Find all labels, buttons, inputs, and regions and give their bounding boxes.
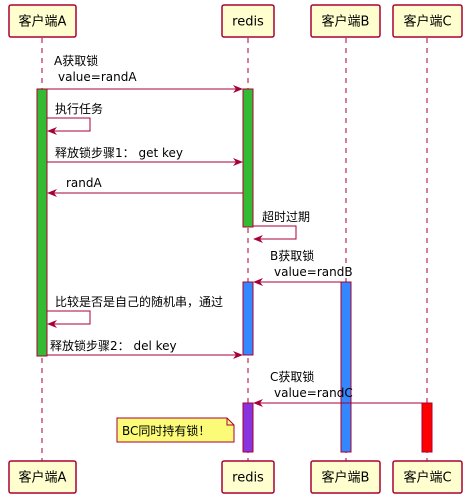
participant-a-bottom: 客户端A <box>8 460 77 494</box>
participant-redis-bottom: redis <box>221 460 275 494</box>
participant-b-bottom: 客户端B <box>310 460 381 494</box>
message-label: randA <box>66 176 103 190</box>
message-b-acquire-lock: B获取锁 value=randB <box>253 248 353 286</box>
activation-redis-2 <box>242 281 254 356</box>
message-label: 超时过期 <box>262 209 310 224</box>
participant-label: 客户端A <box>19 470 67 486</box>
message-label: value=randC <box>274 386 353 400</box>
participant-label: 客户端C <box>403 14 451 30</box>
participant-redis-top: redis <box>221 4 275 38</box>
message-label: 执行任务 <box>55 101 103 116</box>
message-label: 释放锁步骤2： del key <box>50 338 177 353</box>
participant-b-top: 客户端B <box>310 4 381 38</box>
message-a-release-step2: 释放锁步骤2： del key <box>47 338 243 359</box>
note-text: BC同时持有锁！ <box>122 423 210 438</box>
participant-label: 客户端C <box>403 470 451 486</box>
message-label: A获取锁 <box>54 53 98 68</box>
message-a-execute-task: 执行任务 <box>47 101 103 135</box>
participant-label: redis <box>232 15 264 30</box>
message-redis-timeout: 超时过期 <box>253 209 310 243</box>
participant-a-top: 客户端A <box>8 4 77 38</box>
participant-c-top: 客户端C <box>392 4 463 38</box>
message-c-acquire-lock: C获取锁 value=randC <box>253 369 422 407</box>
participant-label: 客户端B <box>322 470 370 486</box>
participant-label: redis <box>232 471 264 486</box>
message-a-release-step1: 释放锁步骤1： get key <box>47 145 243 166</box>
message-redis-return-randa: randA <box>47 176 243 197</box>
activation-redis-3 <box>242 402 254 453</box>
message-a-compare: 比较是否是自己的随机串，通过 <box>47 294 223 328</box>
message-label: 比较是否是自己的随机串，通过 <box>55 294 223 309</box>
note-bc-both-hold-lock: BC同时持有锁！ <box>116 417 235 443</box>
activation-b <box>340 281 352 453</box>
participant-label: 客户端B <box>322 14 370 30</box>
participant-c-bottom: 客户端C <box>392 460 463 494</box>
activation-a <box>36 88 48 357</box>
message-label: C获取锁 <box>270 369 314 384</box>
message-label: 释放锁步骤1： get key <box>55 145 183 160</box>
activation-c <box>421 402 433 453</box>
activation-redis-1 <box>242 88 254 228</box>
participant-label: 客户端A <box>19 14 67 30</box>
message-label: value=randA <box>58 70 137 84</box>
message-a-acquire-lock: A获取锁 value=randA <box>47 53 243 93</box>
message-label: B获取锁 <box>270 248 314 263</box>
message-label: value=randB <box>274 265 353 279</box>
